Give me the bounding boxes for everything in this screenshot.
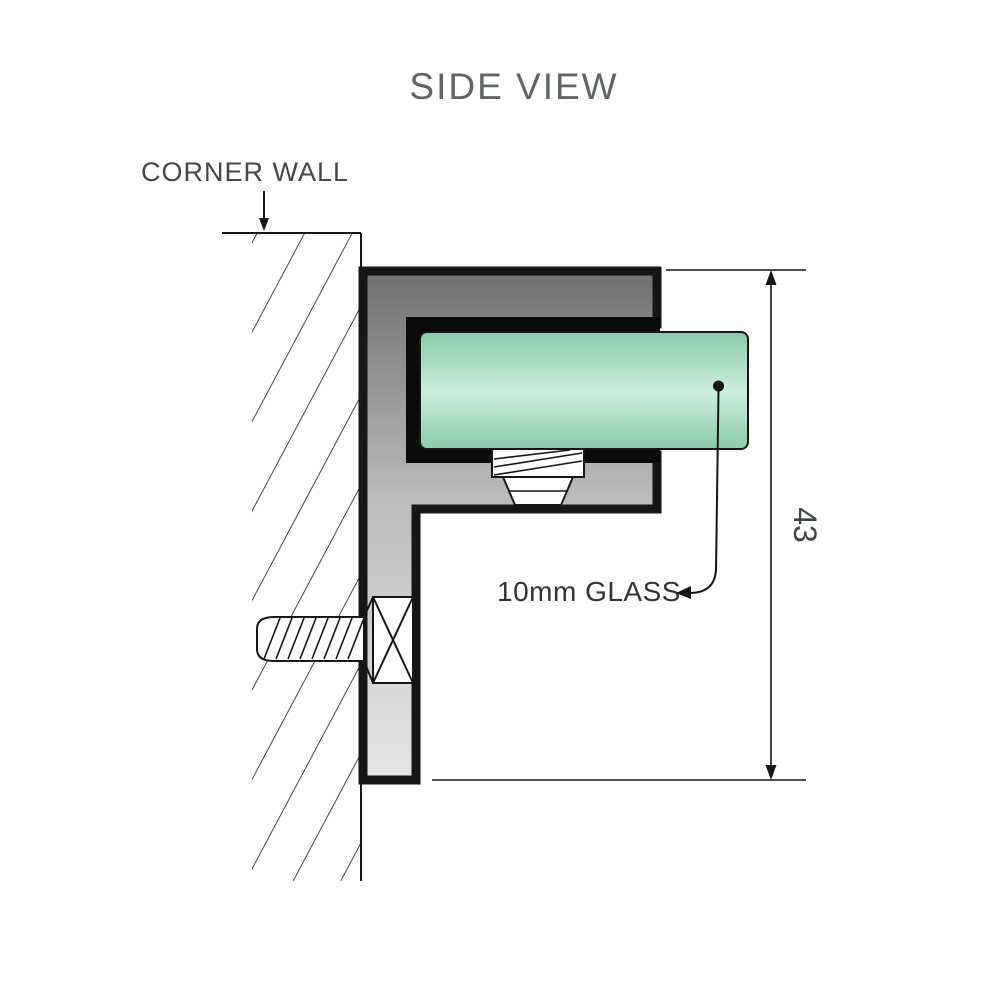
mounting-screw-shaft — [256, 616, 365, 662]
mounting-screw — [256, 596, 414, 684]
leader-dot-icon — [713, 380, 724, 392]
arrow-up-icon — [765, 270, 777, 285]
glass-callout: 10mm GLASS — [497, 380, 724, 607]
glass-label: 10mm GLASS — [497, 576, 681, 607]
glass-leader-line — [688, 390, 720, 594]
dimension-43: 43 — [432, 269, 823, 781]
page-title: SIDE VIEW — [409, 66, 618, 107]
wall — [222, 232, 362, 881]
corner-wall-label: CORNER WALL — [141, 157, 349, 187]
wall-hatching — [252, 234, 361, 881]
corner-wall-callout: CORNER WALL — [141, 157, 349, 231]
grub-screw — [491, 448, 585, 506]
dimension-value: 43 — [787, 507, 823, 543]
arrow-down-icon — [259, 218, 269, 231]
mounting-screw-threads — [263, 617, 364, 660]
glass-panel — [419, 331, 749, 450]
arrow-left-icon — [676, 586, 691, 599]
arrow-down-icon — [765, 765, 777, 780]
